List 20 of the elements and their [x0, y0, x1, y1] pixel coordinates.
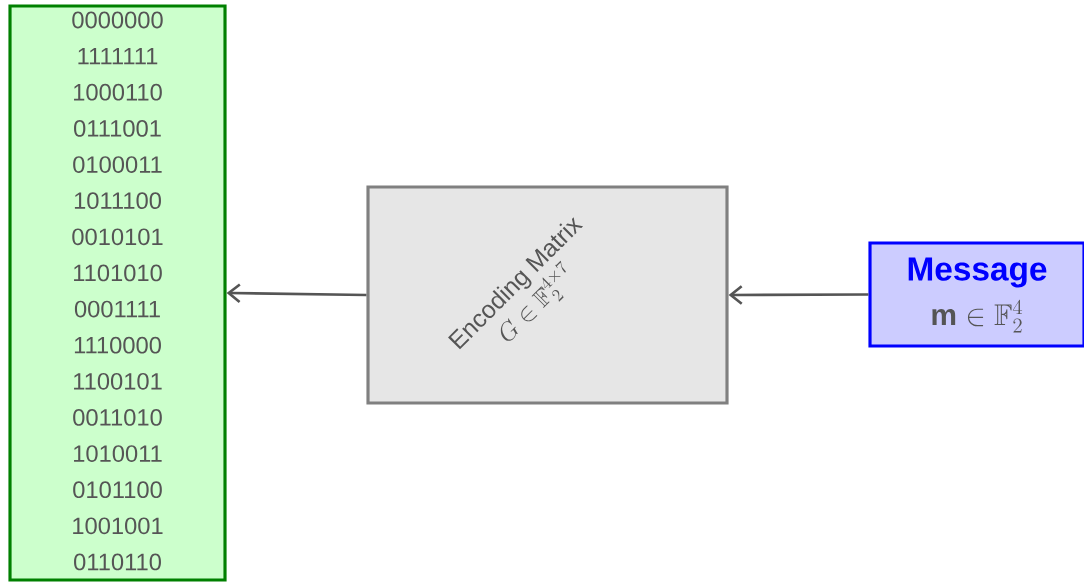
codeword: 1011100: [74, 192, 161, 209]
codeword: 0000000: [72, 11, 163, 29]
codeword: 0010101: [72, 228, 163, 246]
codeword: 0100011: [73, 156, 162, 173]
codeword: 1111111: [78, 48, 158, 65]
arrow: [226, 283, 367, 303]
codeword: 1001001: [73, 517, 163, 535]
codeword: 1110000: [74, 336, 161, 354]
codeword: 0110110: [74, 553, 161, 571]
codeword: 0001111: [74, 300, 160, 318]
arrow: [728, 285, 869, 305]
message-formula: $\mathbf{m} \in \mathbb{F}_2^4$: [932, 299, 1023, 333]
message-title: Message: [908, 257, 1047, 288]
codeword: 0111001: [74, 120, 161, 137]
codeword: 0101100: [73, 481, 162, 499]
codeword: 1000110: [74, 83, 162, 101]
codeword: 1100101: [74, 372, 162, 390]
codeword: 0011010: [73, 409, 162, 426]
codeword: 1101010: [74, 264, 162, 282]
codeword: 1010011: [74, 445, 162, 462]
